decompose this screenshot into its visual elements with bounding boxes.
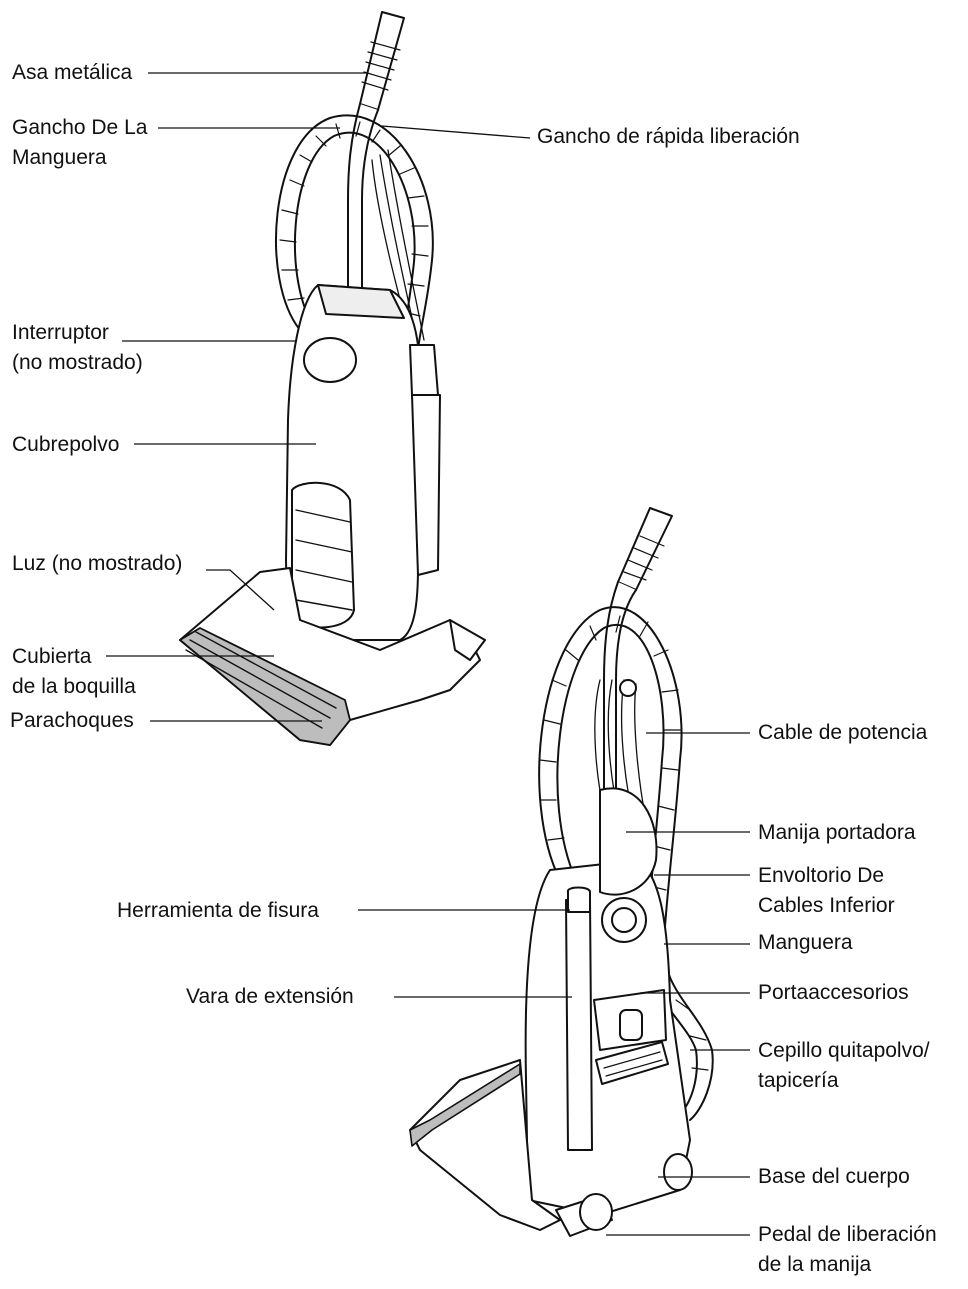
label-pedal-liberacion: Pedal de liberación de la manija (758, 1223, 937, 1276)
label-portaaccesorios: Portaaccesorios (758, 981, 909, 1004)
label-base-cuerpo: Base del cuerpo (758, 1165, 910, 1188)
label-luz: Luz (no mostrado) (12, 552, 183, 575)
label-cubierta-boquilla: Cubierta de la boquilla (12, 645, 136, 698)
label-gancho-manguera: Gancho De La Manguera (12, 116, 148, 169)
label-manija-portadora: Manija portadora (758, 821, 916, 844)
rear-vacuum-illustration (409, 507, 714, 1237)
label-cubrepolvo: Cubrepolvo (12, 433, 120, 456)
label-cable-potencia: Cable de potencia (758, 721, 928, 744)
label-vara-extension: Vara de extensión (186, 985, 354, 1008)
label-asa-metalica: Asa metálica (12, 61, 133, 84)
label-manguera: Manguera (758, 931, 853, 954)
front-vacuum-illustration (179, 11, 486, 746)
label-gancho-rapida: Gancho de rápida liberación (537, 125, 800, 148)
label-parachoques: Parachoques (10, 709, 134, 732)
label-envoltorio-cables: Envoltorio De Cables Inferior (758, 864, 895, 917)
label-herramienta-fisura: Herramienta de fisura (117, 899, 319, 922)
label-interruptor: Interruptor (no mostrado) (12, 321, 143, 374)
leader-lines (106, 72, 750, 1236)
label-cepillo: Cepillo quitapolvo/ tapicería (758, 1039, 930, 1092)
